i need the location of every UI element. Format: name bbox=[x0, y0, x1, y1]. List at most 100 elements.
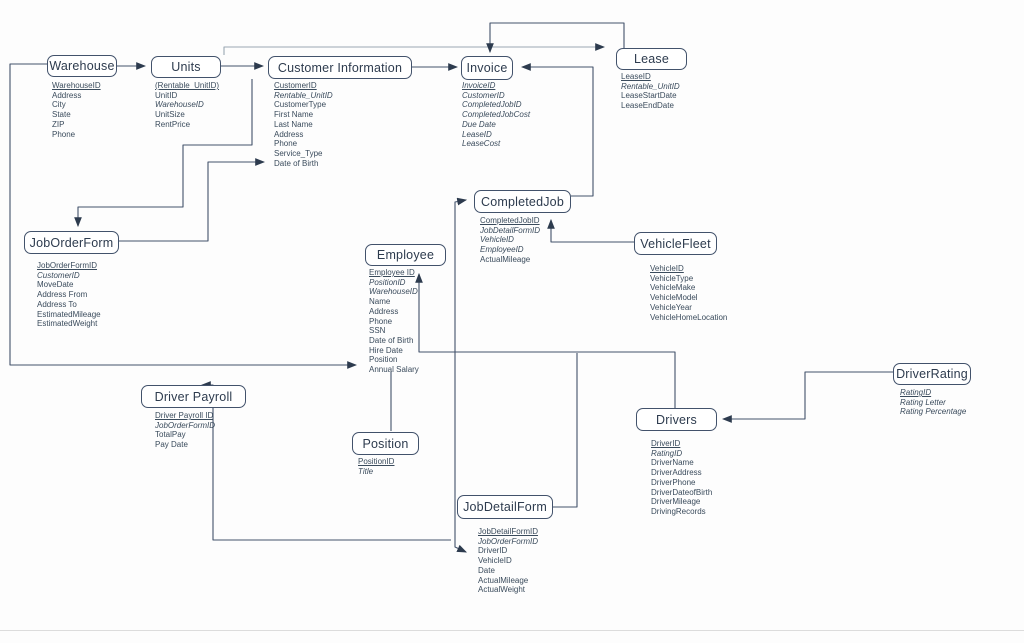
entity-position[interactable]: Position bbox=[352, 432, 419, 455]
connector-lease-invoice[interactable] bbox=[486, 22, 625, 54]
connector-jobdetailform-drivers[interactable] bbox=[553, 353, 578, 508]
attribute-completedjob-1: JobDetailFormID bbox=[480, 225, 541, 235]
attribute-customer-information-5: Address bbox=[274, 129, 304, 139]
entity-units[interactable]: Units bbox=[151, 56, 221, 78]
entity-invoice[interactable]: Invoice bbox=[461, 56, 513, 80]
entity-driverrating[interactable]: DriverRating bbox=[893, 363, 971, 385]
entity-joborderform[interactable]: JobOrderForm bbox=[24, 231, 119, 254]
connector-units-lease[interactable] bbox=[223, 43, 606, 55]
attribute-units-0: (Rentable_UnitID) bbox=[155, 81, 220, 90]
attribute-units-1: UnitID bbox=[155, 90, 178, 100]
attribute-employee-2: WarehouseID bbox=[369, 287, 418, 297]
attribute-joborderform-6: EstimatedWeight bbox=[37, 319, 98, 329]
entity-lease[interactable]: Lease bbox=[616, 48, 687, 70]
attribute-invoice-1: CustomerID bbox=[462, 90, 505, 100]
attribute-warehouse-4: ZIP bbox=[52, 119, 65, 129]
entity-title-customer-information: Customer Information bbox=[277, 60, 403, 75]
attribute-completedjob-4: ActualMileage bbox=[480, 254, 531, 264]
attribute-employee-10: Annual Salary bbox=[369, 365, 419, 375]
entity-vehiclefleet[interactable]: VehicleFleet bbox=[634, 232, 717, 255]
connector-driverpayroll-jobdetailform[interactable] bbox=[200, 381, 451, 541]
attribute-employee-5: Phone bbox=[369, 316, 393, 326]
entity-title-jobdetailform: JobDetailForm bbox=[463, 500, 547, 514]
attribute-completedjob-3: EmployeeID bbox=[480, 245, 524, 255]
attribute-lease-3: LeaseEndDate bbox=[621, 101, 674, 111]
entity-title-employee: Employee bbox=[376, 248, 435, 262]
connector-completedjob-invoice[interactable] bbox=[520, 63, 594, 197]
entity-title-driverrating: DriverRating bbox=[896, 367, 968, 381]
attribute-warehouse-3: State bbox=[52, 110, 71, 120]
attribute-employee-9: Position bbox=[369, 355, 398, 365]
connector-driverrating-drivers[interactable] bbox=[721, 371, 893, 423]
attribute-jobdetailform-4: Date bbox=[478, 565, 495, 575]
entity-customer-information[interactable]: Customer Information bbox=[268, 56, 412, 79]
attribute-vehiclefleet-5: VehicleHomeLocation bbox=[650, 312, 728, 322]
attribute-warehouse-2: City bbox=[52, 100, 66, 110]
attribute-invoice-2: CompletedJobID bbox=[462, 100, 522, 110]
attribute-customer-information-6: Phone bbox=[274, 139, 298, 149]
entity-drivers[interactable]: Drivers bbox=[636, 408, 717, 431]
attribute-invoice-3: CompletedJobCost bbox=[462, 110, 531, 120]
attribute-invoice-0: InvoiceID bbox=[462, 81, 496, 90]
attribute-driverrating-0: RatingID bbox=[900, 388, 932, 397]
attribute-employee-6: SSN bbox=[369, 326, 386, 336]
connector-vehiclefleet-completedjob[interactable] bbox=[547, 218, 634, 243]
attribute-drivers-3: DriverAddress bbox=[651, 468, 702, 478]
attribute-customer-information-2: CustomerType bbox=[274, 100, 327, 110]
connector-customer-information-joborderform[interactable] bbox=[74, 79, 253, 228]
entity-employee[interactable]: Employee bbox=[365, 244, 446, 266]
attribute-customer-information-4: Last Name bbox=[274, 119, 313, 129]
connector-drivers-employee[interactable] bbox=[415, 272, 676, 408]
attribute-vehiclefleet-3: VehicleModel bbox=[650, 293, 698, 303]
attribute-jobdetailform-0: JobDetailFormID bbox=[478, 527, 539, 536]
attribute-drivers-5: DriverDateofBirth bbox=[651, 487, 713, 497]
connector-warehouse-employee[interactable] bbox=[9, 63, 358, 369]
attribute-driver-payroll-2: TotalPay bbox=[155, 430, 186, 440]
attribute-vehiclefleet-0: VehicleID bbox=[650, 264, 684, 273]
attribute-invoice-4: Due Date bbox=[462, 119, 496, 129]
attribute-customer-information-8: Date of Birth bbox=[274, 158, 319, 168]
entity-title-position: Position bbox=[362, 436, 409, 451]
attribute-customer-information-3: First Name bbox=[274, 110, 314, 120]
connector-jobdetailform-completedjob[interactable] bbox=[454, 197, 468, 553]
attribute-joborderform-5: EstimatedMileage bbox=[37, 309, 101, 319]
attribute-position-0: PositionID bbox=[358, 457, 395, 466]
attribute-employee-1: PositionID bbox=[369, 277, 406, 287]
attribute-employee-4: Address bbox=[369, 306, 399, 316]
attribute-customer-information-0: CustomerID bbox=[274, 81, 317, 90]
entity-jobdetailform[interactable]: JobDetailForm bbox=[457, 495, 553, 519]
attribute-vehiclefleet-4: VehicleYear bbox=[650, 302, 692, 312]
entity-title-invoice: Invoice bbox=[466, 61, 508, 75]
attribute-customer-information-1: Rentable_UnitID bbox=[274, 90, 333, 100]
attribute-lease-0: LeaseID bbox=[621, 72, 651, 81]
attribute-lease-1: Rentable_UnitID bbox=[621, 81, 680, 91]
entity-warehouse[interactable]: Warehouse bbox=[47, 55, 117, 77]
connector-joborderform-customer-information[interactable] bbox=[119, 158, 266, 242]
attribute-units-3: UnitSize bbox=[155, 110, 185, 120]
attribute-joborderform-2: MoveDate bbox=[37, 280, 74, 290]
entity-title-drivers: Drivers bbox=[656, 412, 697, 427]
attribute-driverrating-1: Rating Letter bbox=[900, 397, 946, 407]
attribute-invoice-6: LeaseCost bbox=[462, 139, 501, 149]
entity-completedjob[interactable]: CompletedJob bbox=[474, 190, 571, 213]
entity-driver-payroll[interactable]: Driver Payroll bbox=[141, 385, 246, 408]
entity-title-joborderform: JobOrderForm bbox=[29, 235, 114, 250]
attribute-driver-payroll-3: Pay Date bbox=[155, 440, 188, 450]
attribute-vehiclefleet-2: VehicleMake bbox=[650, 283, 696, 293]
entity-title-completedjob: CompletedJob bbox=[480, 194, 564, 209]
attribute-jobdetailform-5: ActualMileage bbox=[478, 575, 529, 585]
attribute-units-2: WarehouseID bbox=[155, 100, 204, 110]
attribute-customer-information-7: Service_Type bbox=[274, 148, 323, 158]
